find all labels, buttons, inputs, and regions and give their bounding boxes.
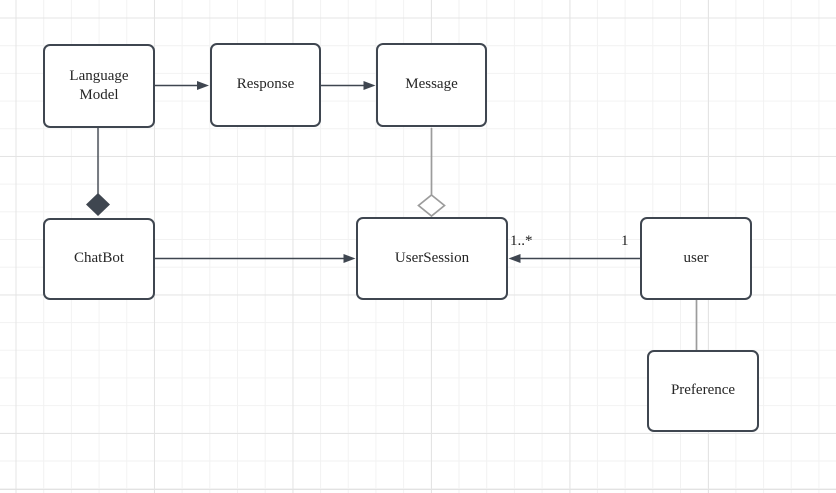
- node-usersession-label: UserSession: [394, 249, 470, 266]
- composition-diamond-icon: [86, 193, 110, 216]
- page-boundary-line: [0, 489, 836, 490]
- node-preference[interactable]: Preference: [647, 350, 759, 432]
- node-user[interactable]: user: [640, 217, 752, 300]
- node-response[interactable]: Response: [210, 43, 321, 127]
- multiplicity-label-user-side[interactable]: 1: [621, 233, 629, 249]
- node-language-model[interactable]: Language Model: [43, 44, 155, 128]
- node-language-model-label: Language Model: [69, 67, 129, 104]
- node-preference-label: Preference: [670, 382, 736, 399]
- arrowhead-into-usersession-left: [343, 254, 356, 263]
- node-response-label: Response: [236, 76, 295, 93]
- node-message[interactable]: Message: [376, 43, 487, 127]
- node-chatbot-label: ChatBot: [73, 250, 124, 267]
- multiplicity-label-usersession-side[interactable]: 1..*: [510, 233, 533, 249]
- aggregation-diamond-icon: [417, 193, 446, 218]
- arrowhead-into-response: [197, 81, 209, 90]
- arrowhead-into-message: [363, 81, 376, 90]
- node-user-label: user: [683, 249, 709, 266]
- arrowhead-into-usersession-right: [508, 254, 521, 263]
- node-message-label: Message: [405, 76, 458, 93]
- node-usersession[interactable]: UserSession: [356, 217, 508, 300]
- node-chatbot[interactable]: ChatBot: [43, 218, 155, 300]
